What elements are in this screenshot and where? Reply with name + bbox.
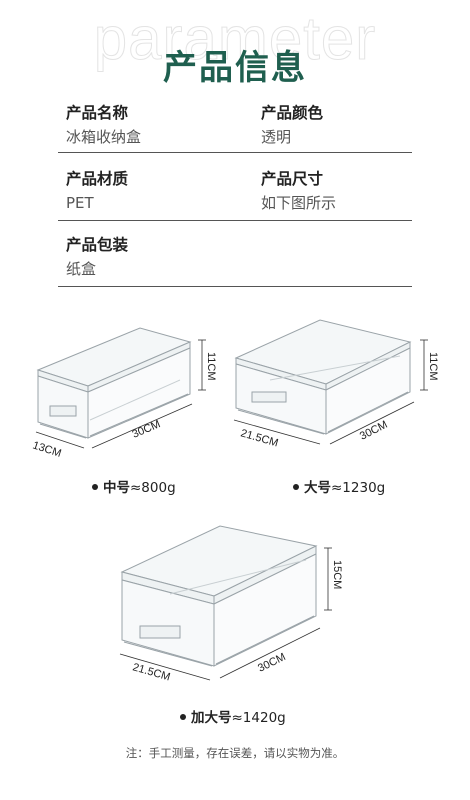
- bullet-icon: [180, 714, 186, 720]
- product-image-extra-large: 15CM 21.5CM 30CM: [119, 525, 343, 684]
- spec-label: 产品名称: [66, 104, 129, 122]
- spec-value: PET: [66, 194, 94, 212]
- watermark-text: parameter: [93, 5, 377, 73]
- depth-dimension: 13CM: [31, 439, 63, 459]
- product-image-large: 11CM 21.5CM 30CM: [233, 319, 439, 450]
- bullet-icon: [293, 484, 299, 490]
- spec-name: 产品名称 冰箱收纳盒: [66, 102, 141, 148]
- spec-label: 产品颜色: [261, 104, 324, 122]
- spec-value: 透明: [261, 128, 292, 146]
- spec-package: 产品包装 纸盒: [66, 234, 128, 280]
- product-caption-extra-large: 加大号≈1420g: [180, 706, 286, 726]
- spec-row-2: 产品材质 PET 产品尺寸 如下图所示: [58, 168, 412, 221]
- product-caption-large: 大号≈1230g: [293, 476, 385, 496]
- spec-label: 产品尺寸: [261, 170, 324, 188]
- bullet-icon: [92, 484, 98, 490]
- spec-size: 产品尺寸 如下图所示: [261, 168, 336, 214]
- length-dimension: 30CM: [130, 418, 162, 441]
- height-dimension: 15CM: [331, 560, 343, 589]
- height-dimension: 11CM: [205, 352, 217, 381]
- spec-value: 冰箱收纳盒: [66, 128, 142, 146]
- spec-label: 产品包装: [66, 236, 129, 254]
- spec-row-1: 产品名称 冰箱收纳盒 产品颜色 透明: [58, 102, 412, 153]
- length-dimension: 30CM: [256, 651, 288, 675]
- spec-row-3: 产品包装 纸盒: [58, 234, 412, 287]
- page-title: 产品信息: [163, 48, 307, 88]
- product-name: 中号: [103, 480, 130, 496]
- spec-material: 产品材质 PET: [66, 168, 128, 214]
- spec-value: 如下图所示: [261, 194, 337, 212]
- product-weight: ≈1230g: [331, 480, 386, 496]
- spec-value: 纸盒: [66, 260, 97, 278]
- product-name: 大号: [304, 480, 331, 496]
- height-dimension: 11CM: [427, 352, 439, 381]
- spec-label: 产品材质: [66, 170, 129, 188]
- depth-dimension: 21.5CM: [131, 661, 171, 683]
- product-image-medium: 11CM 13CM 30CM: [31, 327, 217, 460]
- product-caption-medium: 中号≈800g: [92, 476, 176, 496]
- spec-color: 产品颜色 透明: [261, 102, 323, 148]
- measurement-note: 注：手工测量，存在误差，请以实物为准。: [125, 746, 345, 760]
- product-weight: ≈800g: [130, 480, 176, 496]
- product-name: 加大号: [191, 710, 232, 726]
- product-weight: ≈1420g: [231, 710, 286, 726]
